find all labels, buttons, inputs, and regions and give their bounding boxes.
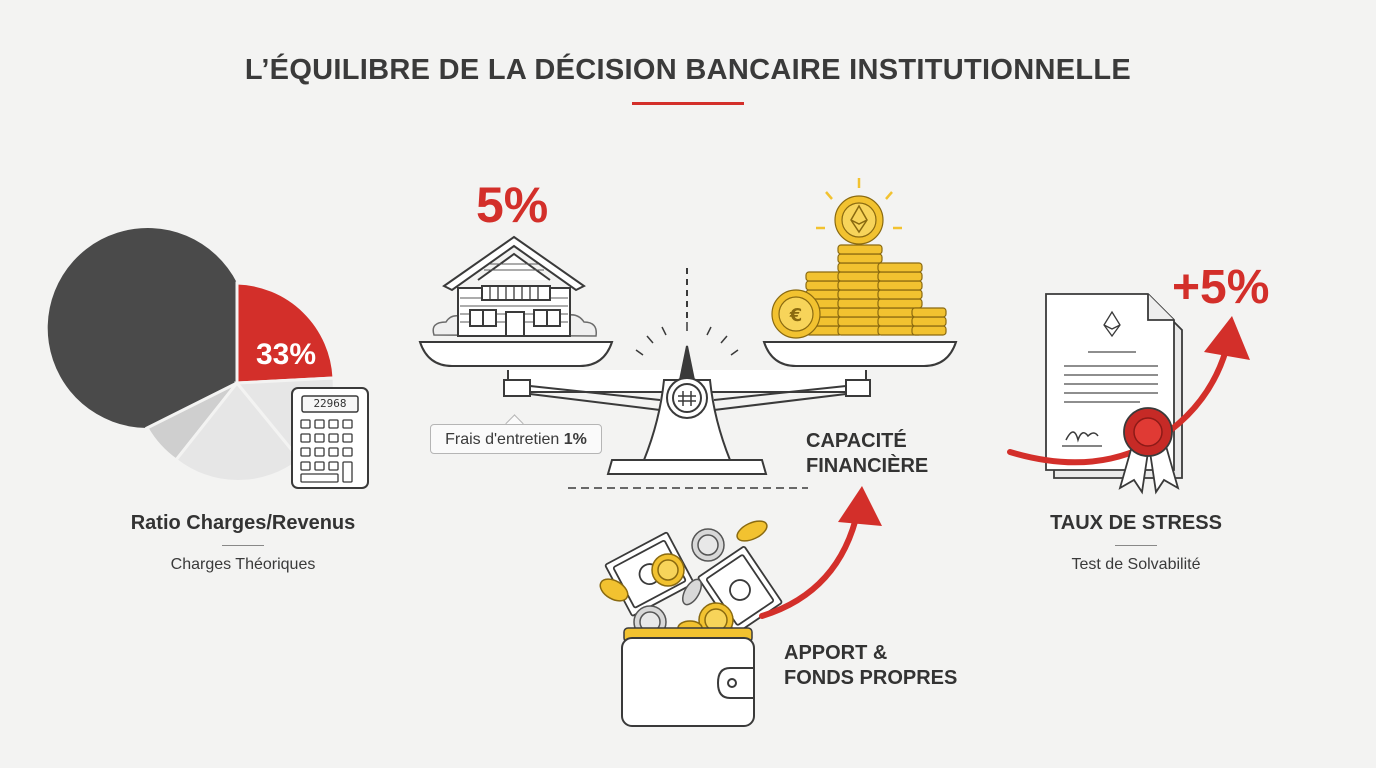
pie-slice-light (173, 380, 303, 483)
ratio-divider (222, 545, 264, 546)
stress-label: TAUX DE STRESS (1050, 512, 1222, 534)
svg-text:€: € (789, 305, 803, 326)
calculator-icon (291, 387, 369, 489)
tooltip-text: Frais d'entretien (445, 431, 560, 448)
wax-seal-icon (1118, 407, 1180, 495)
capacity-label-line1: CAPACITÉ (806, 430, 907, 452)
capacity-label-line2: FINANCIÈRE (806, 455, 929, 477)
wallet-icon (599, 520, 783, 727)
pie-slice-red (235, 281, 336, 385)
ratio-sublabel: Charges Théoriques (170, 556, 316, 573)
balance-scale-icon (418, 268, 958, 489)
apport-arrow (759, 486, 882, 619)
pie-percent-label: 33% (256, 338, 317, 371)
capacity-label: CAPACITÉ FINANCIÈRE (806, 429, 928, 479)
pie-chart (47, 228, 336, 483)
apport-label: APPORT & FONDS PROPRES (784, 641, 957, 691)
title-underline (632, 102, 744, 105)
maintenance-fee-tooltip: Frais d'entretien 1% (430, 424, 602, 454)
house-percent: 5% (476, 177, 549, 233)
house-icon (432, 235, 597, 337)
stress-percent: +5% (1172, 261, 1270, 314)
stress-sublabel: Test de Solvabilité (1071, 556, 1201, 573)
calculator-display: 22968 (313, 397, 347, 410)
stress-divider (1115, 545, 1157, 546)
apport-label-line1: APPORT & (784, 642, 888, 664)
pie-slice-dark (47, 228, 237, 428)
ratio-label: Ratio Charges/Revenus (130, 512, 356, 534)
apport-label-line2: FONDS PROPRES (784, 667, 958, 689)
tooltip-value: 1% (563, 431, 587, 448)
gold-coins-stack-icon: € (771, 178, 947, 339)
page-title: L’ÉQUILIBRE DE LA DÉCISION BANCAIRE INST… (244, 54, 1132, 86)
